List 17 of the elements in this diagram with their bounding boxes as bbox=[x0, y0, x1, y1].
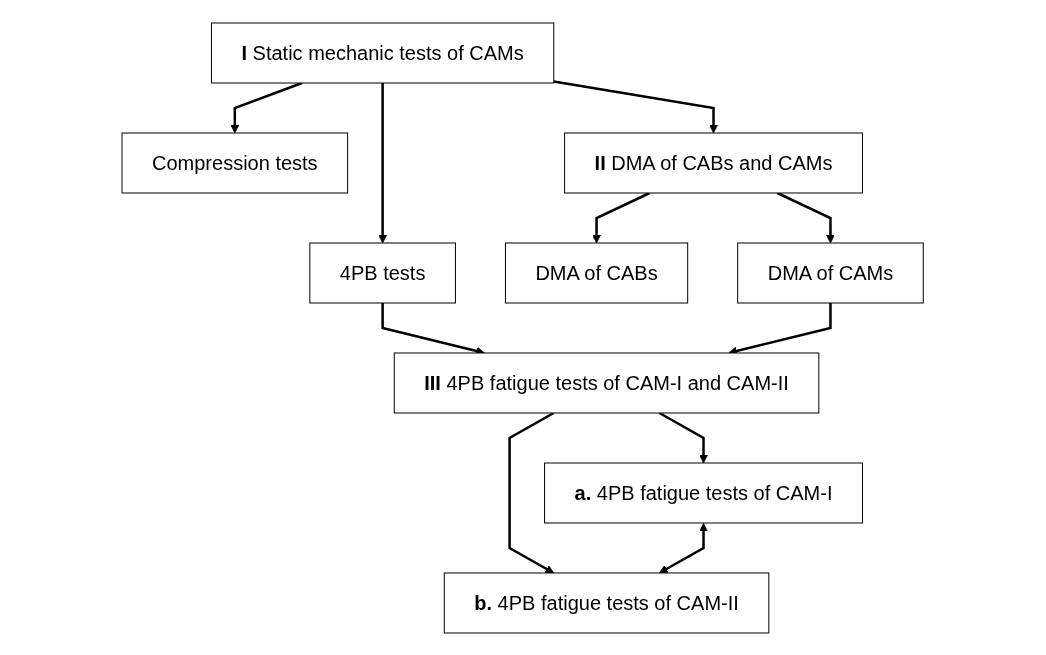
arrow bbox=[378, 82, 388, 243]
node-box: 4PB tests bbox=[309, 242, 457, 303]
arrow bbox=[508, 411, 555, 573]
arrow bbox=[592, 191, 651, 243]
node-box: a. 4PB fatigue tests of CAM-I bbox=[544, 462, 864, 523]
node-box: II DMA of CABs and CAMs bbox=[564, 132, 864, 193]
arrow bbox=[777, 191, 836, 243]
arrow bbox=[659, 522, 709, 573]
node-box: b. 4PB fatigue tests of CAM-II bbox=[444, 572, 770, 633]
arrow bbox=[659, 411, 709, 463]
arrow bbox=[553, 79, 719, 133]
node-box: Compression tests bbox=[121, 132, 349, 193]
arrow bbox=[230, 81, 303, 133]
node-box: DMA of CAMs bbox=[737, 242, 925, 303]
node-box: I Static mechanic tests of CAMs bbox=[211, 22, 555, 83]
node-box: III 4PB fatigue tests of CAM-I and CAM-II bbox=[394, 352, 820, 413]
node-box: DMA of CABs bbox=[505, 242, 689, 303]
